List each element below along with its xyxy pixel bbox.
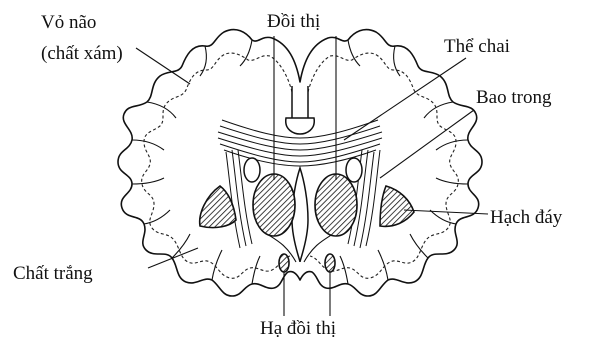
label-cortex-line2: (chất xám) (41, 43, 123, 64)
label-hypothalamus: Hạ đồi thị (260, 318, 336, 339)
thalamus-right (315, 174, 357, 236)
label-thalamus: Đồi thị (267, 11, 320, 32)
thalamus-left (253, 174, 295, 236)
hypothalamus-left (279, 254, 289, 272)
label-cortex-line1: Vỏ não (41, 12, 96, 33)
label-white-matter: Chất trắng (13, 263, 93, 284)
lateral-ventricle-right (346, 158, 362, 182)
label-corpus-callosum: Thể chai (444, 36, 510, 57)
label-basal-ganglia: Hạch đáy (490, 207, 563, 228)
lateral-ventricle-left (244, 158, 260, 182)
label-internal-capsule: Bao trong (476, 87, 552, 108)
hypothalamus-right (325, 254, 335, 272)
